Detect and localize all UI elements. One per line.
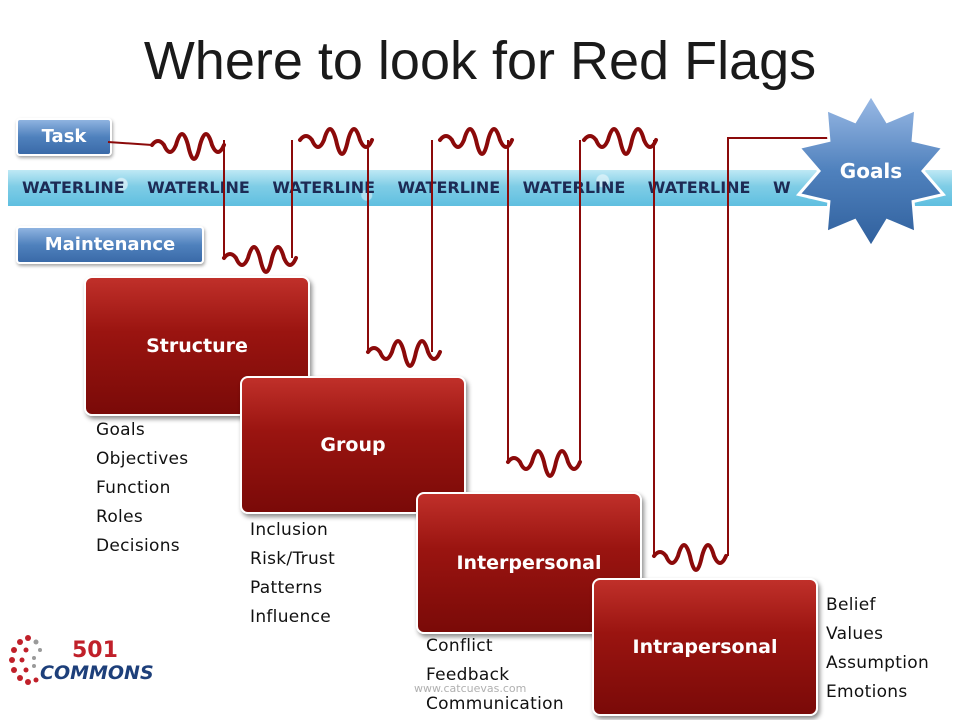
wave-mark [298,127,374,156]
wave-mark [150,132,226,161]
wave-mark [652,543,728,572]
list-item: Risk/Trust [250,549,336,569]
intrapersonal-label: Intrapersonal [632,636,778,658]
wave-mark [582,127,658,156]
waterline-label: WATERLINE [272,178,376,197]
structure-items: Goals Objectives Function Roles Decision… [96,416,188,561]
list-item: Communication [426,694,564,714]
wave-mark [506,449,582,478]
interpersonal-label: Interpersonal [456,552,602,574]
intrapersonal-items: Belief Values Assumption Emotions [826,591,929,707]
goals-label: Goals [839,159,903,183]
group-label: Group [320,434,386,456]
group-box: Group [240,376,466,514]
intrapersonal-box: Intrapersonal [592,578,818,716]
list-item: Conflict [426,636,493,656]
waterline-label: WATERLINE [397,178,501,197]
task-label: Task [16,118,112,156]
waterline-label: WATERLINE [147,178,250,197]
waterline-label: WATERLINE [22,178,125,197]
list-item: Influence [250,607,332,627]
wave-mark [222,245,298,274]
logo-word: COMMONS [40,662,154,684]
structure-label: Structure [146,335,248,357]
list-item: Assumption [826,653,930,673]
wave-mark [438,127,514,156]
logo: 501 COMMONS [8,630,154,700]
list-item: Decisions [96,536,180,556]
star-icon [795,92,947,250]
list-item: Objectives [96,449,189,469]
list-item: Emotions [826,682,908,702]
list-item: Values [826,624,884,644]
maintenance-label: Maintenance [16,226,204,264]
list-item: Belief [826,595,876,615]
waterline-label: WATERLINE [522,178,626,197]
list-item: Goals [96,420,146,440]
waterline-label: W [772,178,791,197]
interpersonal-items: Conflict Feedback Communication [426,632,564,719]
list-item: Patterns [250,578,323,598]
watermark: www.catcuevas.com [414,682,527,695]
list-item: Function [96,478,171,498]
list-item: Feedback [426,665,510,685]
list-item: Roles [96,507,143,527]
list-item: Inclusion [250,520,329,540]
waterline-label: WATERLINE [647,178,751,197]
logo-dots-icon [9,635,42,685]
wave-mark [366,339,442,368]
logo-number: 501 [72,638,118,663]
goals-star: Goals [792,92,950,250]
group-items: Inclusion Risk/Trust Patterns Influence [250,516,335,632]
page-title: Where to look for Red Flags [143,31,817,91]
